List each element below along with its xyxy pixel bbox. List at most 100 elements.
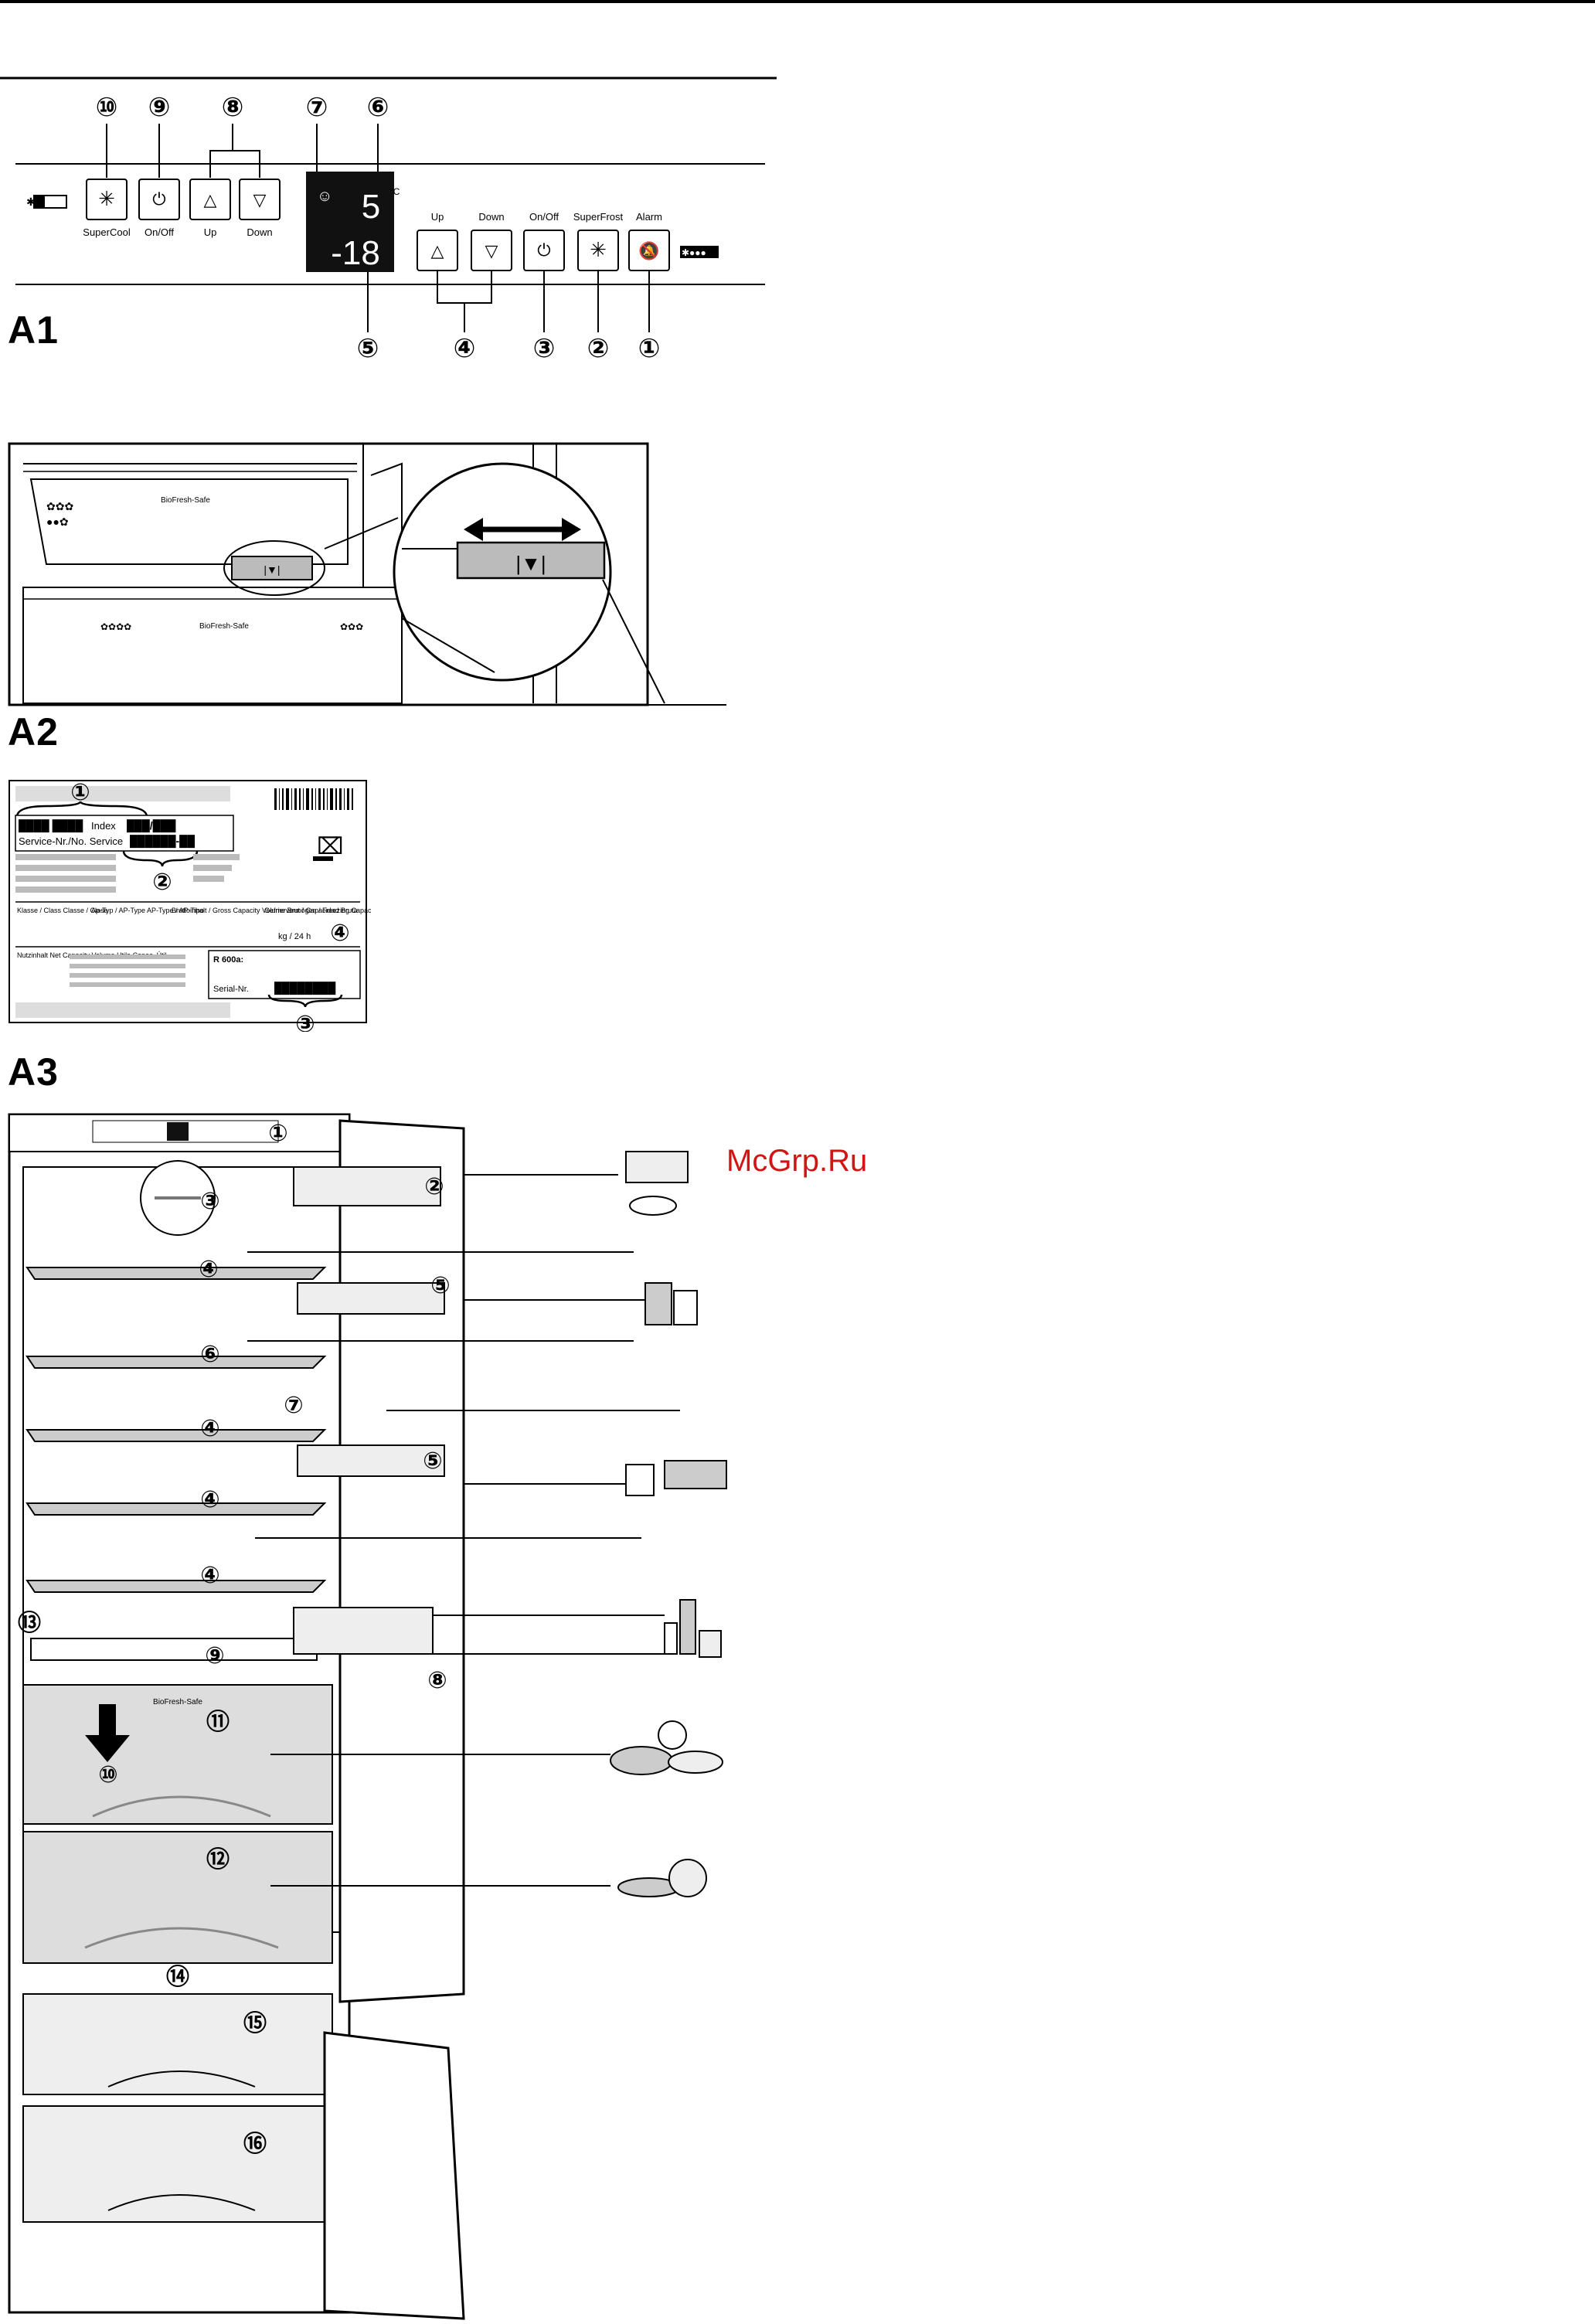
callout-1: ① <box>638 334 661 363</box>
freezer-temperature-readout: -18 <box>331 234 380 272</box>
fridge-callout-13: ⑬ <box>18 1611 41 1636</box>
down-button-fridge[interactable]: ▽ <box>239 179 281 220</box>
fridge-callout-1: ① <box>268 1121 287 1146</box>
superfrost-indicator-icon: ✱●●● <box>680 246 719 258</box>
up-label-fridge: Up <box>204 226 217 238</box>
callout-2: ② <box>587 334 610 363</box>
fridge-callout-8: ⑧ <box>427 1668 447 1693</box>
svg-text:|▼|: |▼| <box>515 552 546 575</box>
down-button-freezer[interactable]: ▽ <box>471 230 512 271</box>
svg-text:██████-██: ██████-██ <box>130 835 195 849</box>
up-label-freezer: Up <box>431 211 444 223</box>
alarm-label: Alarm <box>636 211 662 223</box>
fridge-callout-14: ⑭ <box>166 1965 189 1990</box>
plate-callout-1: ① <box>70 780 90 805</box>
slide-direction-arrow-icon <box>464 518 581 541</box>
callout-6: ⑥ <box>367 93 389 122</box>
temperature-display: ☺ 5 °C -18 <box>306 172 400 272</box>
plate-callout-4: ④ <box>330 920 349 946</box>
temperature-unit: °C <box>389 186 400 197</box>
fridge-callout-5b: ⑤ <box>423 1448 442 1474</box>
plate-class-label: Klasse / Class Classe / Clase <box>17 907 108 914</box>
fridge-temperature-readout: 5 <box>362 188 380 226</box>
drawer-slider-handle-magnified[interactable] <box>456 541 606 580</box>
jars-icon <box>644 1282 698 1325</box>
biofresh-drawer-lower <box>22 1831 333 1964</box>
plate-service-label: Service-Nr./No. Service <box>19 835 123 847</box>
vegetables-icon <box>617 1859 707 1897</box>
svg-text:☺: ☺ <box>317 188 332 205</box>
callout-7: ⑦ <box>306 93 328 122</box>
svg-text:△: △ <box>431 241 444 260</box>
up-button-fridge[interactable]: △ <box>189 179 231 220</box>
plate-refrigerant: R 600a: <box>213 955 243 965</box>
plate-freezing-label: Gefriervermögen / Freezing Capacity Pouv… <box>264 907 371 914</box>
down-arrow-icon <box>85 1704 130 1762</box>
fridge-callout-10: ⑩ <box>98 1762 117 1788</box>
plate-type-label: Ap-Typ / AP-Type AP-Type / AP-Tipo <box>91 907 204 914</box>
door-bins <box>293 1166 445 1655</box>
svg-text:⏻: ⏻ <box>537 240 550 260</box>
svg-text:✿✿✿✿: ✿✿✿✿ <box>100 621 131 632</box>
barcode <box>274 788 353 810</box>
superfrost-label: SuperFrost <box>573 211 624 223</box>
control-panel-figure: ⑩ ⑨ ⑧ ⑦ ⑥ ✱ ✳ ⏻ △ ▽ SuperCool On/Off Up <box>0 77 777 363</box>
svg-text:✳: ✳ <box>590 238 607 261</box>
alarm-button[interactable]: 🔕 <box>628 230 670 271</box>
fridge-callout-4a: ④ <box>199 1257 218 1282</box>
svg-text:△: △ <box>204 190 217 209</box>
callout-5: ⑤ <box>357 334 379 363</box>
drawer-slider-handle[interactable] <box>231 556 313 580</box>
fridge-callout-12: ⑫ <box>206 1847 230 1873</box>
drawer-detail-figure: BioFresh-Safe ✿✿✿ ●●✿ BioFresh-Safe ✿✿✿✿… <box>8 442 726 706</box>
down-label-freezer: Down <box>478 211 504 223</box>
onoff-button-fridge[interactable]: ⏻ <box>138 179 180 220</box>
onoff-button-freezer[interactable]: ⏻ <box>523 230 565 271</box>
plate-serial-label: Serial-Nr. <box>213 985 249 994</box>
fridge-callout-7: ⑦ <box>284 1393 303 1418</box>
fridge-callout-5a: ⑤ <box>430 1273 450 1298</box>
svg-text:✿✿✿: ✿✿✿ <box>46 500 73 512</box>
svg-text:✳: ✳ <box>98 187 115 210</box>
section-label-a3: A3 <box>8 1050 59 1094</box>
freezer-drawer-upper <box>22 1993 333 2095</box>
svg-text:▽: ▽ <box>485 241 498 260</box>
supercool-label: SuperCool <box>83 226 131 238</box>
callout-10: ⑩ <box>96 93 118 122</box>
top-rule <box>0 0 1595 3</box>
svg-text:|▼|: |▼| <box>264 563 280 576</box>
fridge-callout-16: ⑯ <box>243 2132 267 2157</box>
down-label-fridge: Down <box>247 226 272 238</box>
fridge-callout-15: ⑮ <box>243 2011 267 2036</box>
fridge-callout-2: ② <box>424 1174 444 1199</box>
rating-plate-figure: ⌧ ① ████ ████ Index ███/███ Service-Nr./… <box>9 780 371 1032</box>
upper-drawer-title: BioFresh-Safe <box>161 496 210 505</box>
svg-text:✱●●●: ✱●●● <box>682 247 706 258</box>
plate-freezing-unit: kg / 24 h <box>278 932 311 941</box>
onoff-label-freezer: On/Off <box>529 211 559 223</box>
superfrost-button[interactable]: ✳ <box>577 230 619 271</box>
fridge-overview-figure: BioFresh-Safe ① ② ③ ④ ⑤ ⑥ ⑦ ④ ⑤ ④ ④ ⑬ ⑨ … <box>8 1113 727 2320</box>
fridge-callout-11: ⑪ <box>206 1710 230 1735</box>
callout-9: ⑨ <box>148 93 171 122</box>
svg-text:████████: ████████ <box>274 982 335 995</box>
watermark-text: McGrp.Ru <box>726 1144 868 1178</box>
supercool-indicator-icon: ✱ <box>26 195 67 209</box>
plate-index-label: Index <box>91 820 116 832</box>
lower-drawer-title: BioFresh-Safe <box>199 622 249 631</box>
fridge-callout-9: ⑨ <box>205 1643 224 1669</box>
svg-text:✿✿✿: ✿✿✿ <box>340 621 363 632</box>
svg-text:●●✿: ●●✿ <box>46 515 69 528</box>
bottles-icon <box>664 1599 722 1658</box>
section-label-a2: A2 <box>8 710 59 754</box>
up-button-freezer[interactable]: △ <box>417 230 458 271</box>
fridge-control-panel <box>92 1120 279 1143</box>
section-label-a1: A1 <box>8 308 59 352</box>
callout-8: ⑧ <box>222 93 244 122</box>
fridge-callout-4c: ④ <box>200 1487 219 1512</box>
supercool-button[interactable]: ✳ <box>86 179 128 220</box>
svg-text:███/███: ███/███ <box>127 819 175 833</box>
weee-bin-icon: ⌧ <box>317 834 344 859</box>
svg-text:▽: ▽ <box>253 190 267 209</box>
svg-text:⏻: ⏻ <box>152 189 165 209</box>
